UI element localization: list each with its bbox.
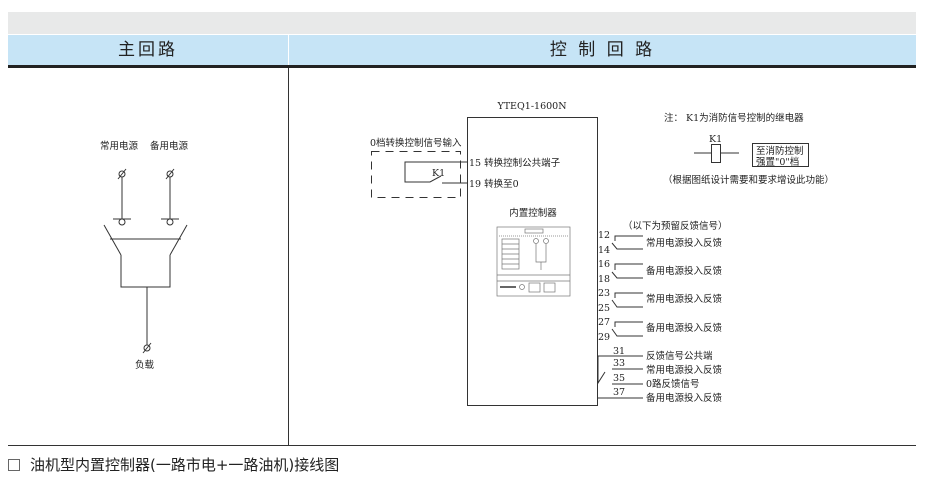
feedback-common-group: 31 33 35 37 反馈信号公共端 常用电源投入反馈 0路反馈信号 备用电源… (597, 346, 723, 404)
terminal-number: 16 (598, 259, 610, 270)
builtin-label: 内置控制器 (509, 207, 557, 219)
top-band (8, 12, 916, 34)
contact-icon (118, 218, 126, 226)
header-divider (288, 35, 289, 65)
input-label: 0档转换控制信号输入 (370, 137, 462, 149)
terminal-number: 18 (598, 274, 610, 285)
feedback-label: 常用电源投入反馈 (646, 293, 723, 305)
fire-control-line1: 至消防控制 (756, 145, 804, 157)
relay-coil-icon (711, 144, 721, 163)
checkbox-square-icon (8, 458, 20, 471)
table-header: 主回路 控 制 回 路 (8, 35, 916, 68)
control-circuit-heading: 控 制 回 路 (549, 40, 656, 60)
terminal-number: 31 (613, 346, 625, 357)
feedback-label: 反馈信号公共端 (646, 350, 713, 362)
fire-control-box (752, 143, 809, 167)
feedback-group: 27 29 备用电源投入反馈 (598, 317, 723, 343)
terminal-19-label: 19 转换至0 (469, 178, 519, 190)
feedback-label: 备用电源投入反馈 (646, 322, 723, 334)
k1-dashed-box (371, 151, 461, 198)
feedback-group: 12 14 常用电源投入反馈 (598, 230, 723, 256)
feedback-label: 常用电源投入反馈 (646, 364, 723, 376)
terminal-number: 29 (598, 332, 610, 343)
reserved-label: （以下为预留反馈信号） (623, 220, 728, 232)
terminal-number: 27 (598, 317, 610, 328)
main-circuit: 常用电源 备用电源 负载 (100, 140, 189, 371)
note2-text: （根据图纸设计需要和要求增设此功能） (663, 174, 834, 186)
feedback-label: 备用电源投入反馈 (646, 265, 723, 277)
terminal-number: 25 (598, 303, 610, 314)
k1-label: K1 (432, 168, 445, 179)
terminal-number: 35 (613, 373, 625, 384)
terminal-15-label: 15 转换控制公共端子 (469, 157, 561, 169)
source-backup-label: 备用电源 (150, 140, 189, 152)
feedback-group: 23 25 常用电源投入反馈 (598, 288, 723, 314)
terminal-icon (142, 342, 152, 354)
terminal-number: 23 (598, 288, 610, 299)
main-circuit-heading: 主回路 (118, 40, 178, 60)
model-label: YTEQ1-1600N (496, 101, 566, 112)
terminal-number: 37 (613, 387, 625, 398)
contact-icon (166, 218, 174, 226)
feedback-label: 备用电源投入反馈 (646, 392, 723, 404)
caption-text: 油机型内置控制器(一路市电+一路油机)接线图 (30, 456, 340, 474)
feedback-label: 0路反馈信号 (646, 378, 700, 390)
k1-note: 注： K1为消防信号控制的继电器 K1 至消防控制 强置"0"档 （根据图纸设计… (663, 112, 834, 186)
fire-control-line2: 强置"0"档 (756, 156, 799, 168)
controller-panel-image (496, 226, 571, 297)
feedback-label: 常用电源投入反馈 (646, 237, 723, 249)
terminal-number: 12 (598, 230, 610, 241)
diagram-caption: 油机型内置控制器(一路市电+一路油机)接线图 (8, 454, 339, 475)
coil-label: K1 (709, 134, 722, 145)
terminal-number: 14 (598, 245, 610, 256)
feedback-group: 16 18 备用电源投入反馈 (598, 259, 723, 285)
controller: YTEQ1-1600N 0档转换控制信号输入 K1 15 转换控制公共端子 19… (370, 101, 598, 406)
controller-box (467, 117, 598, 406)
note-text: 注： K1为消防信号控制的继电器 (664, 112, 804, 124)
source-normal-label: 常用电源 (100, 140, 139, 152)
terminal-number: 33 (613, 358, 625, 369)
load-label: 负载 (135, 359, 155, 371)
